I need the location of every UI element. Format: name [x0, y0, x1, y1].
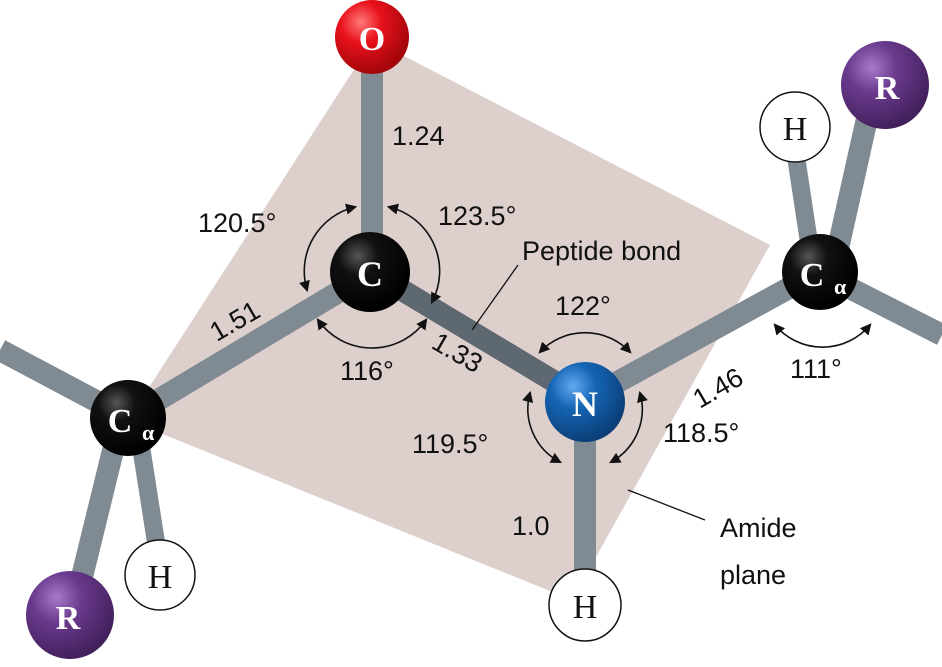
atom-r-left: R — [26, 571, 114, 659]
atom-c-label: C — [357, 254, 383, 294]
atom-ca-left-label: C — [108, 403, 133, 440]
bond-right-ca-r — [824, 102, 881, 265]
atom-ca-left: C α — [90, 380, 166, 456]
angle-ca-n-h: 118.5° — [663, 418, 739, 448]
atom-ca-right-label: C — [800, 257, 825, 294]
amide-plane-label-2: plane — [720, 560, 786, 590]
arc-ca-c-n — [316, 318, 428, 349]
atom-ca-right: C α — [782, 234, 858, 310]
length-c-o: 1.24 — [392, 121, 445, 151]
angle-ca-c-n: 116° — [340, 356, 394, 386]
bond-n-ca — [579, 262, 824, 410]
length-n-h: 1.0 — [512, 511, 550, 541]
angle-c-n-ca: 122° — [555, 291, 611, 321]
peptide-bond-leader — [471, 264, 519, 331]
atom-n-label: N — [572, 384, 598, 424]
atom-ca-left-sub: α — [142, 420, 155, 445]
atom-ca-right-sub: α — [834, 274, 847, 299]
arc-c-n-h — [522, 390, 562, 464]
angle-c-n-h: 119.5° — [412, 429, 488, 459]
atom-n: N — [545, 362, 625, 442]
atom-h-left: H — [124, 539, 196, 611]
atom-r-left-label: R — [56, 600, 81, 637]
atom-r-right: R — [841, 41, 929, 129]
atom-h-bottom-label: H — [573, 589, 598, 626]
atom-h-left-label: H — [148, 559, 173, 596]
peptide-bond-label: Peptide bond — [522, 236, 681, 266]
atom-h-bottom: H — [548, 568, 622, 642]
atom-r-right-label: R — [875, 70, 900, 107]
arc-o-c-n — [386, 203, 442, 304]
atom-h-right-label: H — [783, 111, 808, 148]
bond-left-ca-h — [131, 438, 167, 557]
atom-o: O — [335, 0, 409, 74]
angle-ca-c-o: 120.5° — [198, 208, 276, 238]
bond-left-ca-r — [69, 427, 129, 588]
angle-arcs — [299, 203, 872, 464]
angle-o-c-n: 123.5° — [438, 201, 516, 231]
arc-c-n-ca — [538, 331, 632, 354]
atom-h-right: H — [759, 91, 831, 163]
angle-n-ca-r: 111° — [790, 354, 842, 384]
arc-ca-c-o — [299, 203, 358, 293]
arc-n-ca-r — [773, 323, 872, 348]
arc-ca-n-h — [609, 390, 648, 464]
amide-plane-leader — [627, 489, 706, 521]
bond-ca-c — [122, 262, 378, 428]
atom-c: C — [330, 232, 410, 312]
amide-plane-label-1: Amide — [720, 513, 797, 543]
atom-o-label: O — [359, 21, 385, 58]
